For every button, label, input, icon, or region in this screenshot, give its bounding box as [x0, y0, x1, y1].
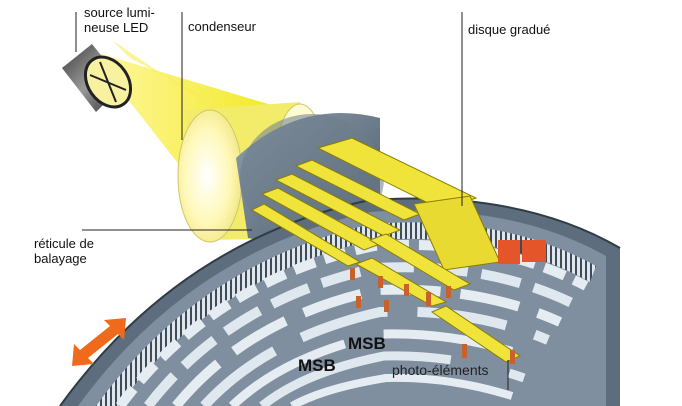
leader-lines: [75, 12, 509, 390]
label-condenser: condenseur: [188, 19, 256, 34]
double-arrow-icon: [72, 318, 126, 366]
light-slits: [250, 137, 522, 363]
label-msb-upper: MSB: [348, 334, 386, 353]
label-reticle: réticule de balayage: [34, 236, 94, 266]
photo-elements: [350, 240, 546, 364]
label-disk: disque gradué: [468, 22, 551, 37]
label-msb-lower: MSB: [298, 356, 336, 375]
led-source: [62, 44, 133, 112]
label-source: source lumi- neuse LED: [84, 5, 155, 35]
label-photo-elements: photo-éléments: [392, 362, 489, 378]
